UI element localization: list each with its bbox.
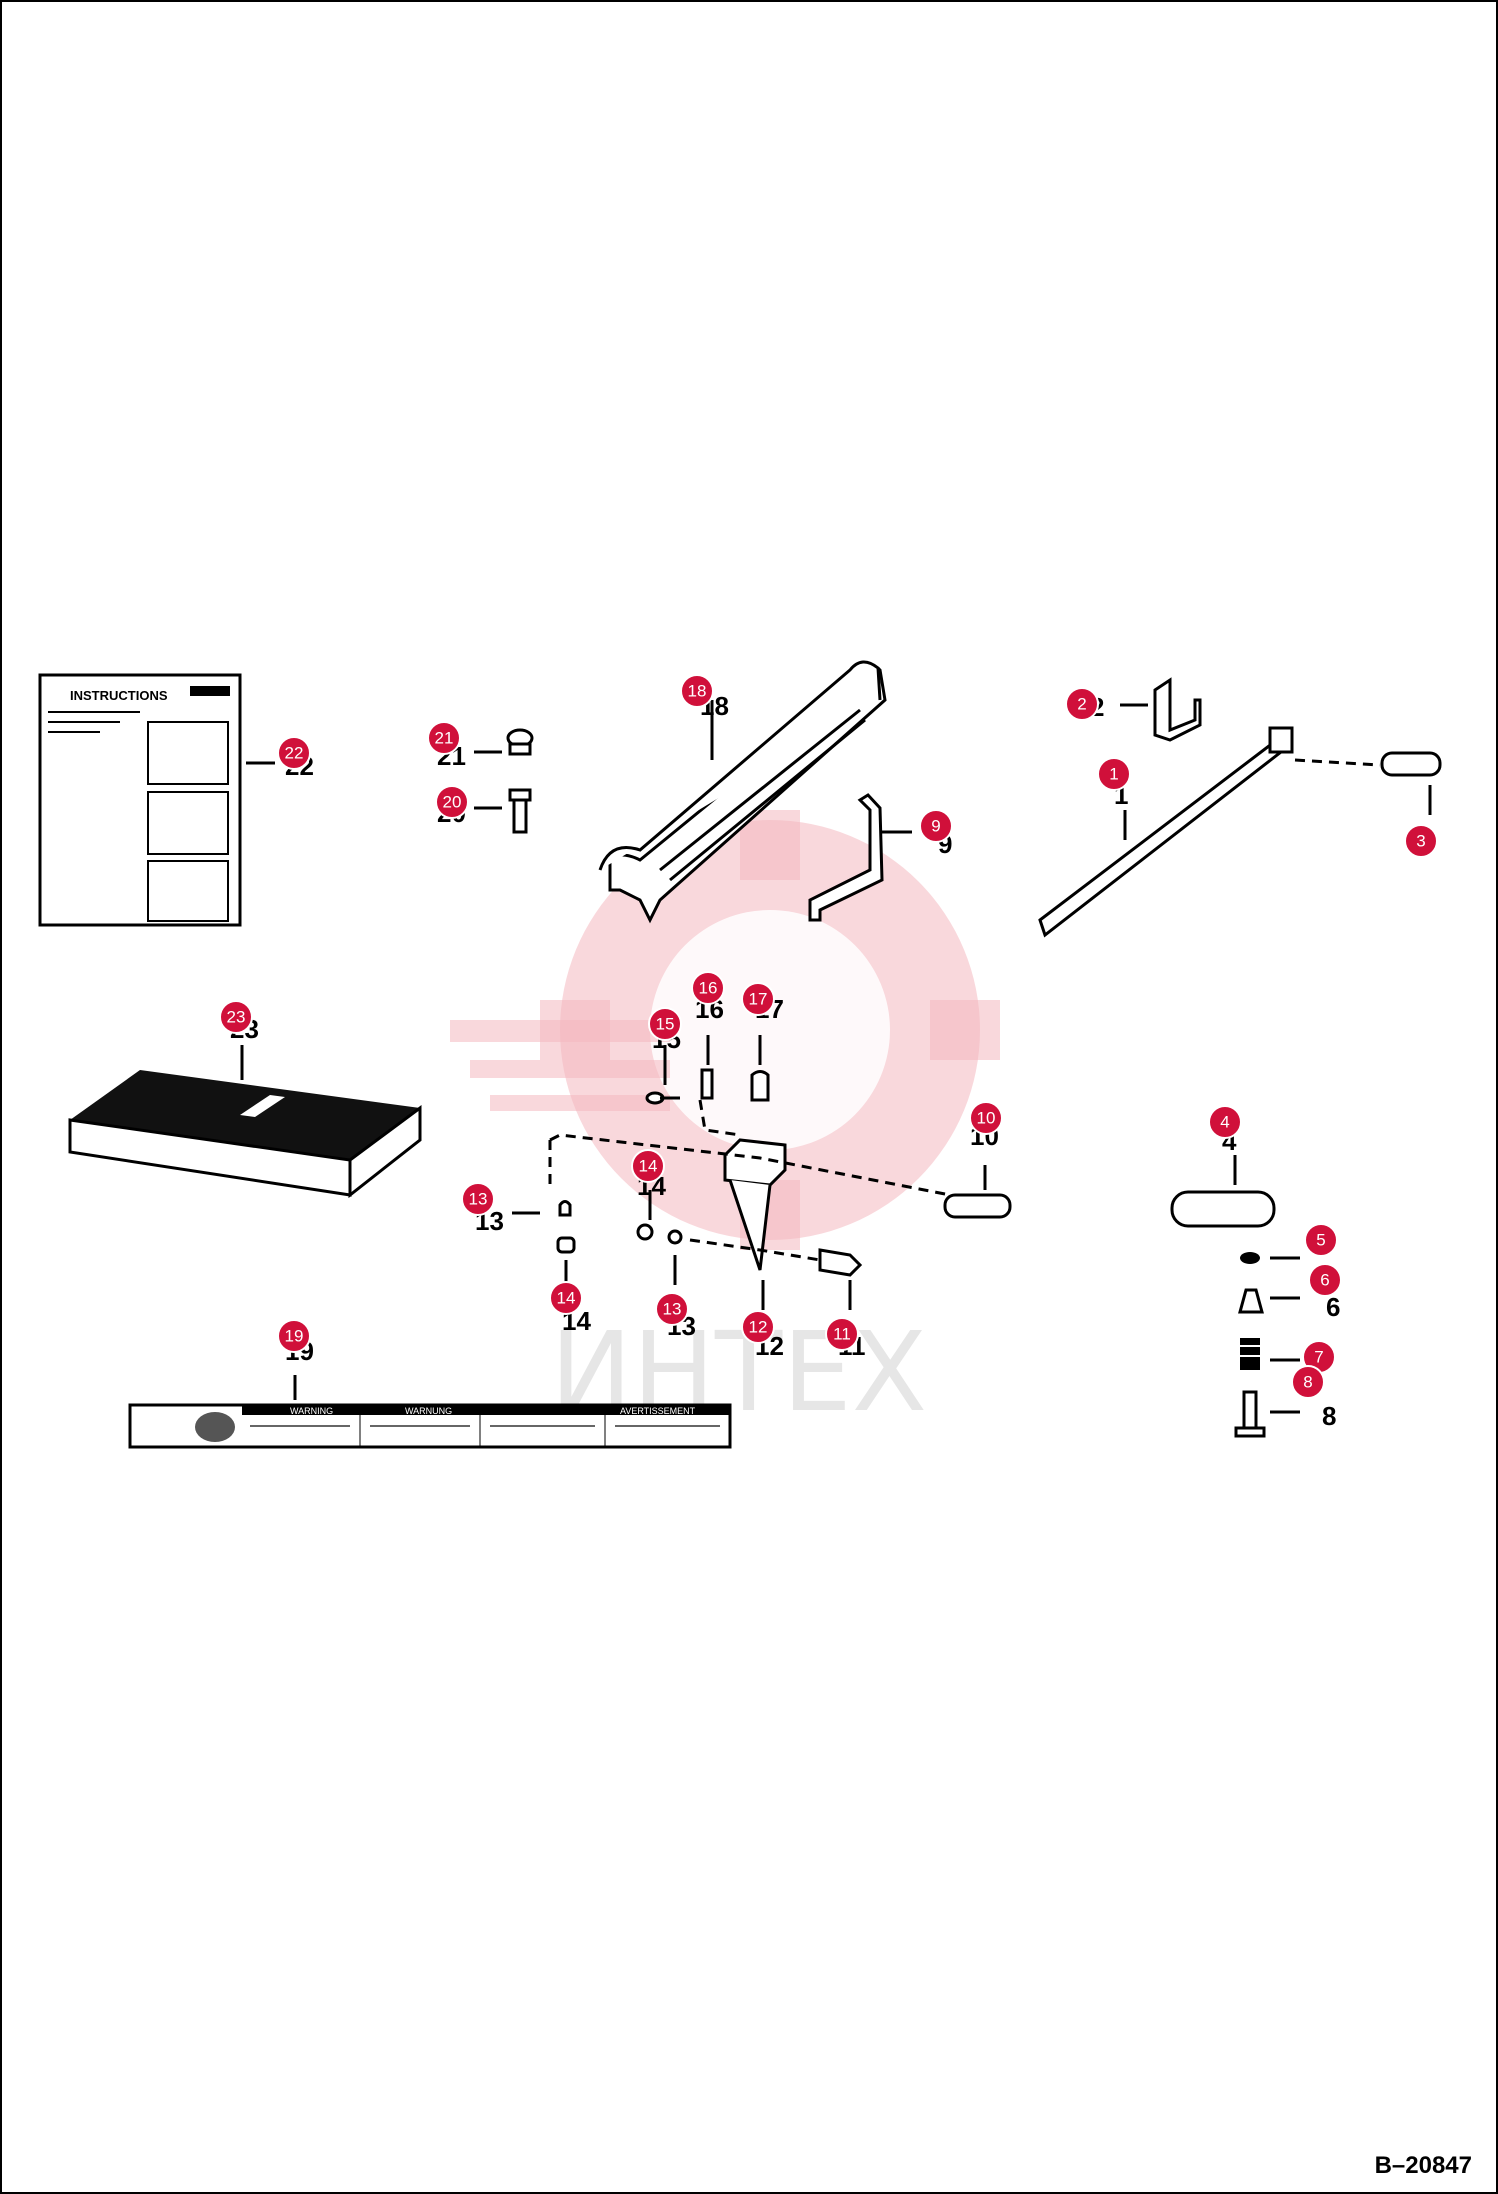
callout-1[interactable]: 1 [1097, 757, 1131, 791]
callout-10[interactable]: 10 [969, 1101, 1003, 1135]
callout-5[interactable]: 5 [1304, 1223, 1338, 1257]
part-1-bar [1038, 726, 1294, 938]
instruction-sheet-title: INSTRUCTIONS [70, 688, 168, 703]
ref-6: 6 [1326, 1292, 1340, 1322]
callout-14a[interactable]: 14 [631, 1149, 665, 1183]
callout-8[interactable]: 8 [1291, 1365, 1325, 1399]
part-19-warning-decal: WARNING WARNUNG AVERTISSEMENT [128, 1375, 732, 1449]
decal-heading-2: WARNUNG [405, 1406, 452, 1416]
callout-18[interactable]: 18 [680, 674, 714, 708]
ref-8: 8 [1322, 1401, 1336, 1431]
callout-22[interactable]: 22 [277, 736, 311, 770]
callout-13a[interactable]: 13 [461, 1182, 495, 1216]
figure-id: B–20847 [1374, 2152, 1472, 2179]
center-assembly [512, 1035, 1012, 1310]
callout-20[interactable]: 20 [435, 785, 469, 819]
callout-19[interactable]: 19 [277, 1319, 311, 1353]
callout-21[interactable]: 21 [427, 721, 461, 755]
callout-14b[interactable]: 14 [549, 1281, 583, 1315]
callout-17[interactable]: 17 [741, 982, 775, 1016]
callout-4[interactable]: 4 [1208, 1105, 1242, 1139]
part-23-step-pad [68, 1045, 422, 1199]
callout-3[interactable]: 3 [1404, 824, 1438, 858]
part-18-channel-guard [598, 660, 887, 924]
part-5-8-fastener-stack [1234, 1252, 1300, 1438]
part-9-bracket [808, 793, 912, 922]
part-3-pin [1294, 751, 1442, 815]
part-2-latch [1120, 677, 1202, 742]
part-20-21-bolt-nut [474, 728, 534, 834]
callout-11[interactable]: 11 [825, 1317, 859, 1351]
callout-12[interactable]: 12 [741, 1310, 775, 1344]
part-22-instruction-sheet: INSTRUCTIONS [38, 673, 275, 927]
part-4-roller [1170, 1155, 1276, 1228]
callout-9[interactable]: 9 [919, 809, 953, 843]
watermark-logo [450, 810, 1000, 1250]
callout-13b[interactable]: 13 [655, 1292, 689, 1326]
callout-15[interactable]: 15 [648, 1007, 682, 1041]
callout-16[interactable]: 16 [691, 971, 725, 1005]
callout-23[interactable]: 23 [219, 1000, 253, 1034]
decal-heading-1: WARNING [290, 1406, 333, 1416]
decal-heading-3: AVERTISSEMENT [620, 1406, 696, 1416]
callout-2[interactable]: 2 [1065, 687, 1099, 721]
callout-6[interactable]: 6 [1308, 1263, 1342, 1297]
